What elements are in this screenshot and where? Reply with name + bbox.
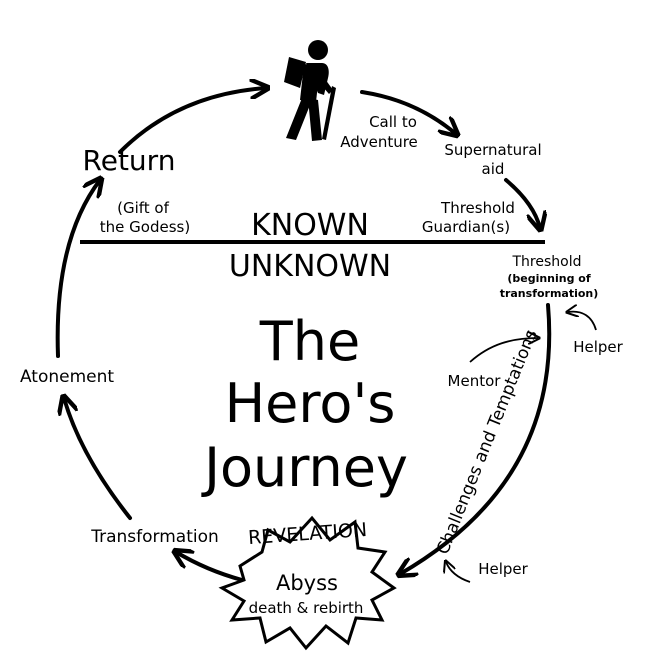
arc-transformation-to-atonement [64,398,132,520]
call-to-adventure-line2: Adventure [340,133,418,151]
helper-top-arrow [568,312,597,331]
arc-threshold-to-abyss [400,303,552,574]
unknown-label: UNKNOWN [229,249,391,284]
known-label: KNOWN [251,208,369,243]
title-line-3: Journey [201,436,408,499]
helper-top-label: Helper [573,338,623,356]
threshold-guardian-line1: Threshold [440,199,515,217]
return-label: Return [83,144,176,177]
arc-return-to-call [118,88,266,154]
mentor-arrow [469,338,538,363]
threshold-sub1: (beginning of [507,272,591,285]
helper-bottom-label: Helper [478,560,528,578]
supernatural-aid-line2: aid [482,160,505,178]
arc-abyss-to-transformation [176,552,244,582]
arc-call-to-aid [360,90,456,134]
abyss-sub-label: death & rebirth [249,599,364,617]
call-to-adventure-line1: Call to [369,113,417,131]
threshold-title: Threshold [512,254,582,270]
arc-aid-to-threshold [504,178,540,228]
supernatural-aid-line1: Supernatural [444,141,541,159]
transformation-label: Transformation [90,527,219,547]
gift-line2: the Godess) [100,218,190,236]
arc-atonement-to-return [55,180,100,358]
cycle-arcs [55,88,552,582]
atonement-label: Atonement [20,367,114,387]
threshold-guardian-line2: Guardian(s) [422,218,510,236]
abyss-label: Abyss [276,571,338,595]
hiker-icon [284,40,336,141]
gift-line1: (Gift of [117,199,169,217]
title-line-2: Hero's [225,372,396,435]
helper-arrows [446,312,597,583]
helper-bottom-arrow [446,562,471,583]
abyss-starburst [218,515,397,651]
threshold-sub2: transformation) [500,287,599,300]
mentor-label: Mentor [448,372,502,390]
title-line-1: The [259,310,360,373]
